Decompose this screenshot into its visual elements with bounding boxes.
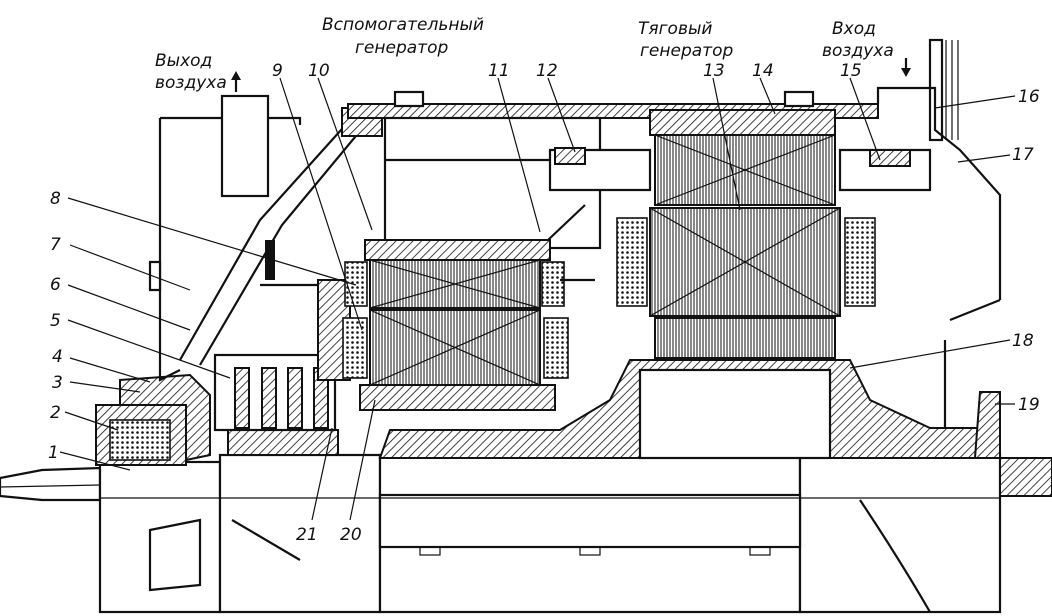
caption-auxiliary-generator: Вспомогательный генератор: [322, 15, 484, 58]
svg-text:Вспомогательный: Вспомогательный: [322, 15, 484, 35]
part-labels: 1 2 3 4 5 6 7 8 9 10 11 12 13 14 15 16 1…: [48, 61, 1040, 545]
brush-gear: [213, 240, 351, 432]
label-2: 2: [50, 403, 61, 423]
svg-text:генератор: генератор: [355, 38, 448, 58]
caption-air-inlet: Вход воздуха: [822, 19, 911, 77]
label-14: 14: [752, 61, 774, 81]
label-3: 3: [52, 373, 63, 393]
left-housing: [148, 94, 383, 382]
label-4: 4: [52, 347, 63, 367]
label-20: 20: [340, 525, 362, 545]
label-10: 10: [308, 61, 330, 81]
label-7: 7: [50, 235, 61, 255]
svg-text:Вход: Вход: [832, 19, 876, 39]
svg-text:воздуха: воздуха: [155, 73, 227, 93]
left-bearing-assembly: [95, 373, 339, 466]
label-12: 12: [536, 61, 558, 81]
svg-text:воздуха: воздуха: [822, 41, 894, 61]
label-1: 1: [48, 443, 59, 463]
caption-air-outlet: Выход воздуха: [155, 51, 241, 93]
label-19: 19: [1018, 395, 1040, 415]
label-11: 11: [488, 61, 510, 81]
svg-text:Выход: Выход: [155, 51, 212, 71]
label-5: 5: [50, 311, 61, 331]
label-8: 8: [50, 189, 61, 209]
label-18: 18: [1012, 331, 1034, 351]
label-9: 9: [272, 61, 283, 81]
svg-text:генератор: генератор: [640, 41, 733, 61]
auxiliary-generator: [342, 116, 602, 411]
caption-traction-generator: Тяговый генератор: [638, 19, 733, 61]
leader-lines: [59, 77, 1016, 521]
shaft: [0, 453, 1052, 614]
label-15: 15: [840, 61, 862, 81]
label-17: 17: [1012, 145, 1034, 165]
label-21: 21: [296, 525, 318, 545]
label-16: 16: [1018, 87, 1040, 107]
label-6: 6: [50, 275, 61, 295]
label-13: 13: [703, 61, 725, 81]
rotor-hub: [378, 359, 1001, 460]
traction-generator: [548, 109, 932, 359]
svg-text:Тяговый: Тяговый: [638, 19, 712, 39]
